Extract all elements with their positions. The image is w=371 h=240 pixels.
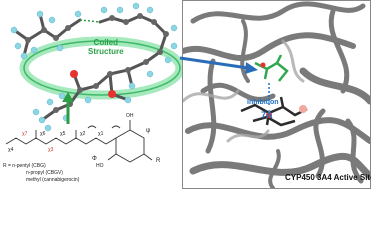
distance-label: 7Å: [261, 110, 273, 120]
psi-label: ψ: [146, 128, 151, 134]
protein-structure: [183, 1, 370, 188]
hydrogen-atoms: [10, 2, 178, 132]
legend-line1: R = n-pentyl (CBG): [3, 163, 46, 169]
chi4-label: χ4: [8, 147, 14, 153]
inhibition-label: Inhibition: [247, 99, 279, 106]
phi-label: Φ: [92, 156, 97, 162]
r-group-label: R: [156, 158, 161, 164]
legend-line2: n-propyl (CBGV): [26, 170, 63, 176]
chi5-label: χ5: [60, 131, 66, 137]
green-arrow: [62, 92, 74, 124]
molecule-bonds: [12, 12, 168, 122]
coiled-line1: Coiled: [93, 38, 118, 47]
coil-dotted-link: [79, 19, 101, 23]
chi1-label: χ1: [98, 131, 104, 137]
oh-top-label: OH: [126, 113, 134, 119]
ligand-oxygen: [260, 62, 266, 68]
chi2-label: χ2: [80, 131, 86, 137]
oh-bottom-label: HO: [96, 163, 104, 169]
legend-line3: methyl (cannabigerocin): [26, 177, 80, 183]
r-legend: R = n-pentyl (CBG) n-propyl (CBGV) methy…: [3, 163, 79, 184]
active-site-label: CYP450 3A4 Active Site: [285, 173, 371, 182]
protein-panel: [182, 0, 371, 189]
oxygen-atoms: [70, 70, 116, 98]
heme-iron: [299, 105, 307, 113]
chi6-label: χ6: [40, 131, 46, 137]
coiled-molecule-panel: [5, 2, 182, 163]
protein-ribbons: [183, 1, 370, 188]
graphical-abstract: χ7 χ6 χ5 χ4 χ3 χ2 χ1 ψ Φ R OH HO Coiled …: [3, 0, 371, 189]
coiled-line2: Structure: [88, 47, 124, 56]
heme-oxygen: [266, 112, 272, 118]
chi3-label: χ3: [48, 147, 54, 153]
coiled-structure-label: Coiled Structure: [88, 38, 124, 56]
structure-2d: [5, 120, 153, 163]
carbon-atoms: [25, 13, 169, 113]
chi7-label: χ7: [22, 131, 28, 137]
